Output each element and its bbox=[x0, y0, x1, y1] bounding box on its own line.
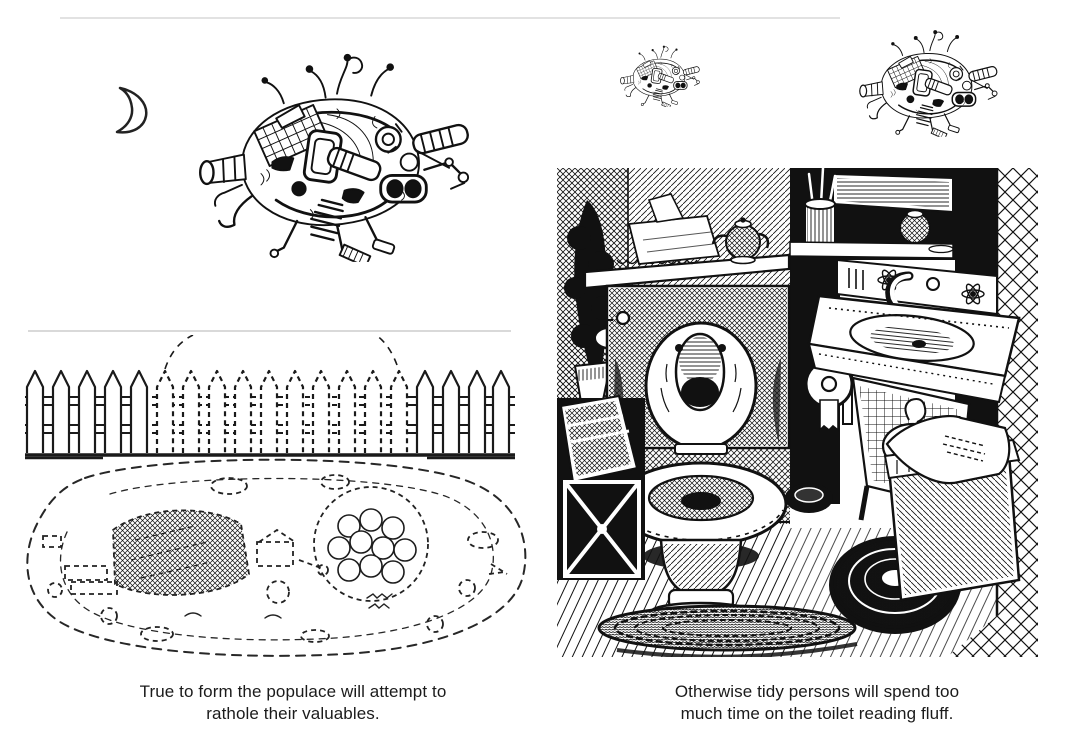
scan-artifact-line-left-panel bbox=[28, 330, 511, 332]
magazine-rack bbox=[557, 394, 645, 580]
rug-icon bbox=[597, 604, 857, 652]
laundry-hamper bbox=[883, 398, 1021, 602]
teapot-icon bbox=[711, 217, 770, 265]
scan-artifact-line-top bbox=[60, 17, 840, 19]
bathroom-scene-illustration bbox=[557, 168, 1038, 657]
toilet-lid-open bbox=[644, 321, 758, 455]
right-caption-line1: Otherwise tidy persons will spend too bbox=[674, 682, 960, 701]
flush-handle-icon bbox=[615, 310, 631, 326]
towel-icon bbox=[885, 414, 1011, 485]
left-caption-line1: True to form the populace will attempt t… bbox=[139, 682, 447, 701]
flying-junk-machine-mid bbox=[852, 27, 998, 137]
tissue-box-icon bbox=[627, 193, 721, 265]
right-caption: Otherwise tidy persons will spend too mu… bbox=[601, 681, 1033, 725]
left-caption-line2: rathole their valuables. bbox=[206, 704, 380, 723]
picket-fence-illustration bbox=[25, 335, 515, 461]
soap-dish-icon bbox=[928, 244, 954, 254]
buried-valuables-cache-illustration bbox=[26, 458, 527, 657]
flower-decor-icon bbox=[961, 283, 985, 305]
flying-junk-machine-far bbox=[616, 44, 700, 107]
left-caption: True to form the populace will attempt t… bbox=[55, 681, 531, 725]
crescent-moon-illustration bbox=[115, 86, 148, 134]
right-caption-line2: much time on the toilet reading fluff. bbox=[680, 704, 954, 723]
brush-pot-icon bbox=[785, 483, 833, 513]
flying-junk-machine-large bbox=[185, 48, 470, 262]
